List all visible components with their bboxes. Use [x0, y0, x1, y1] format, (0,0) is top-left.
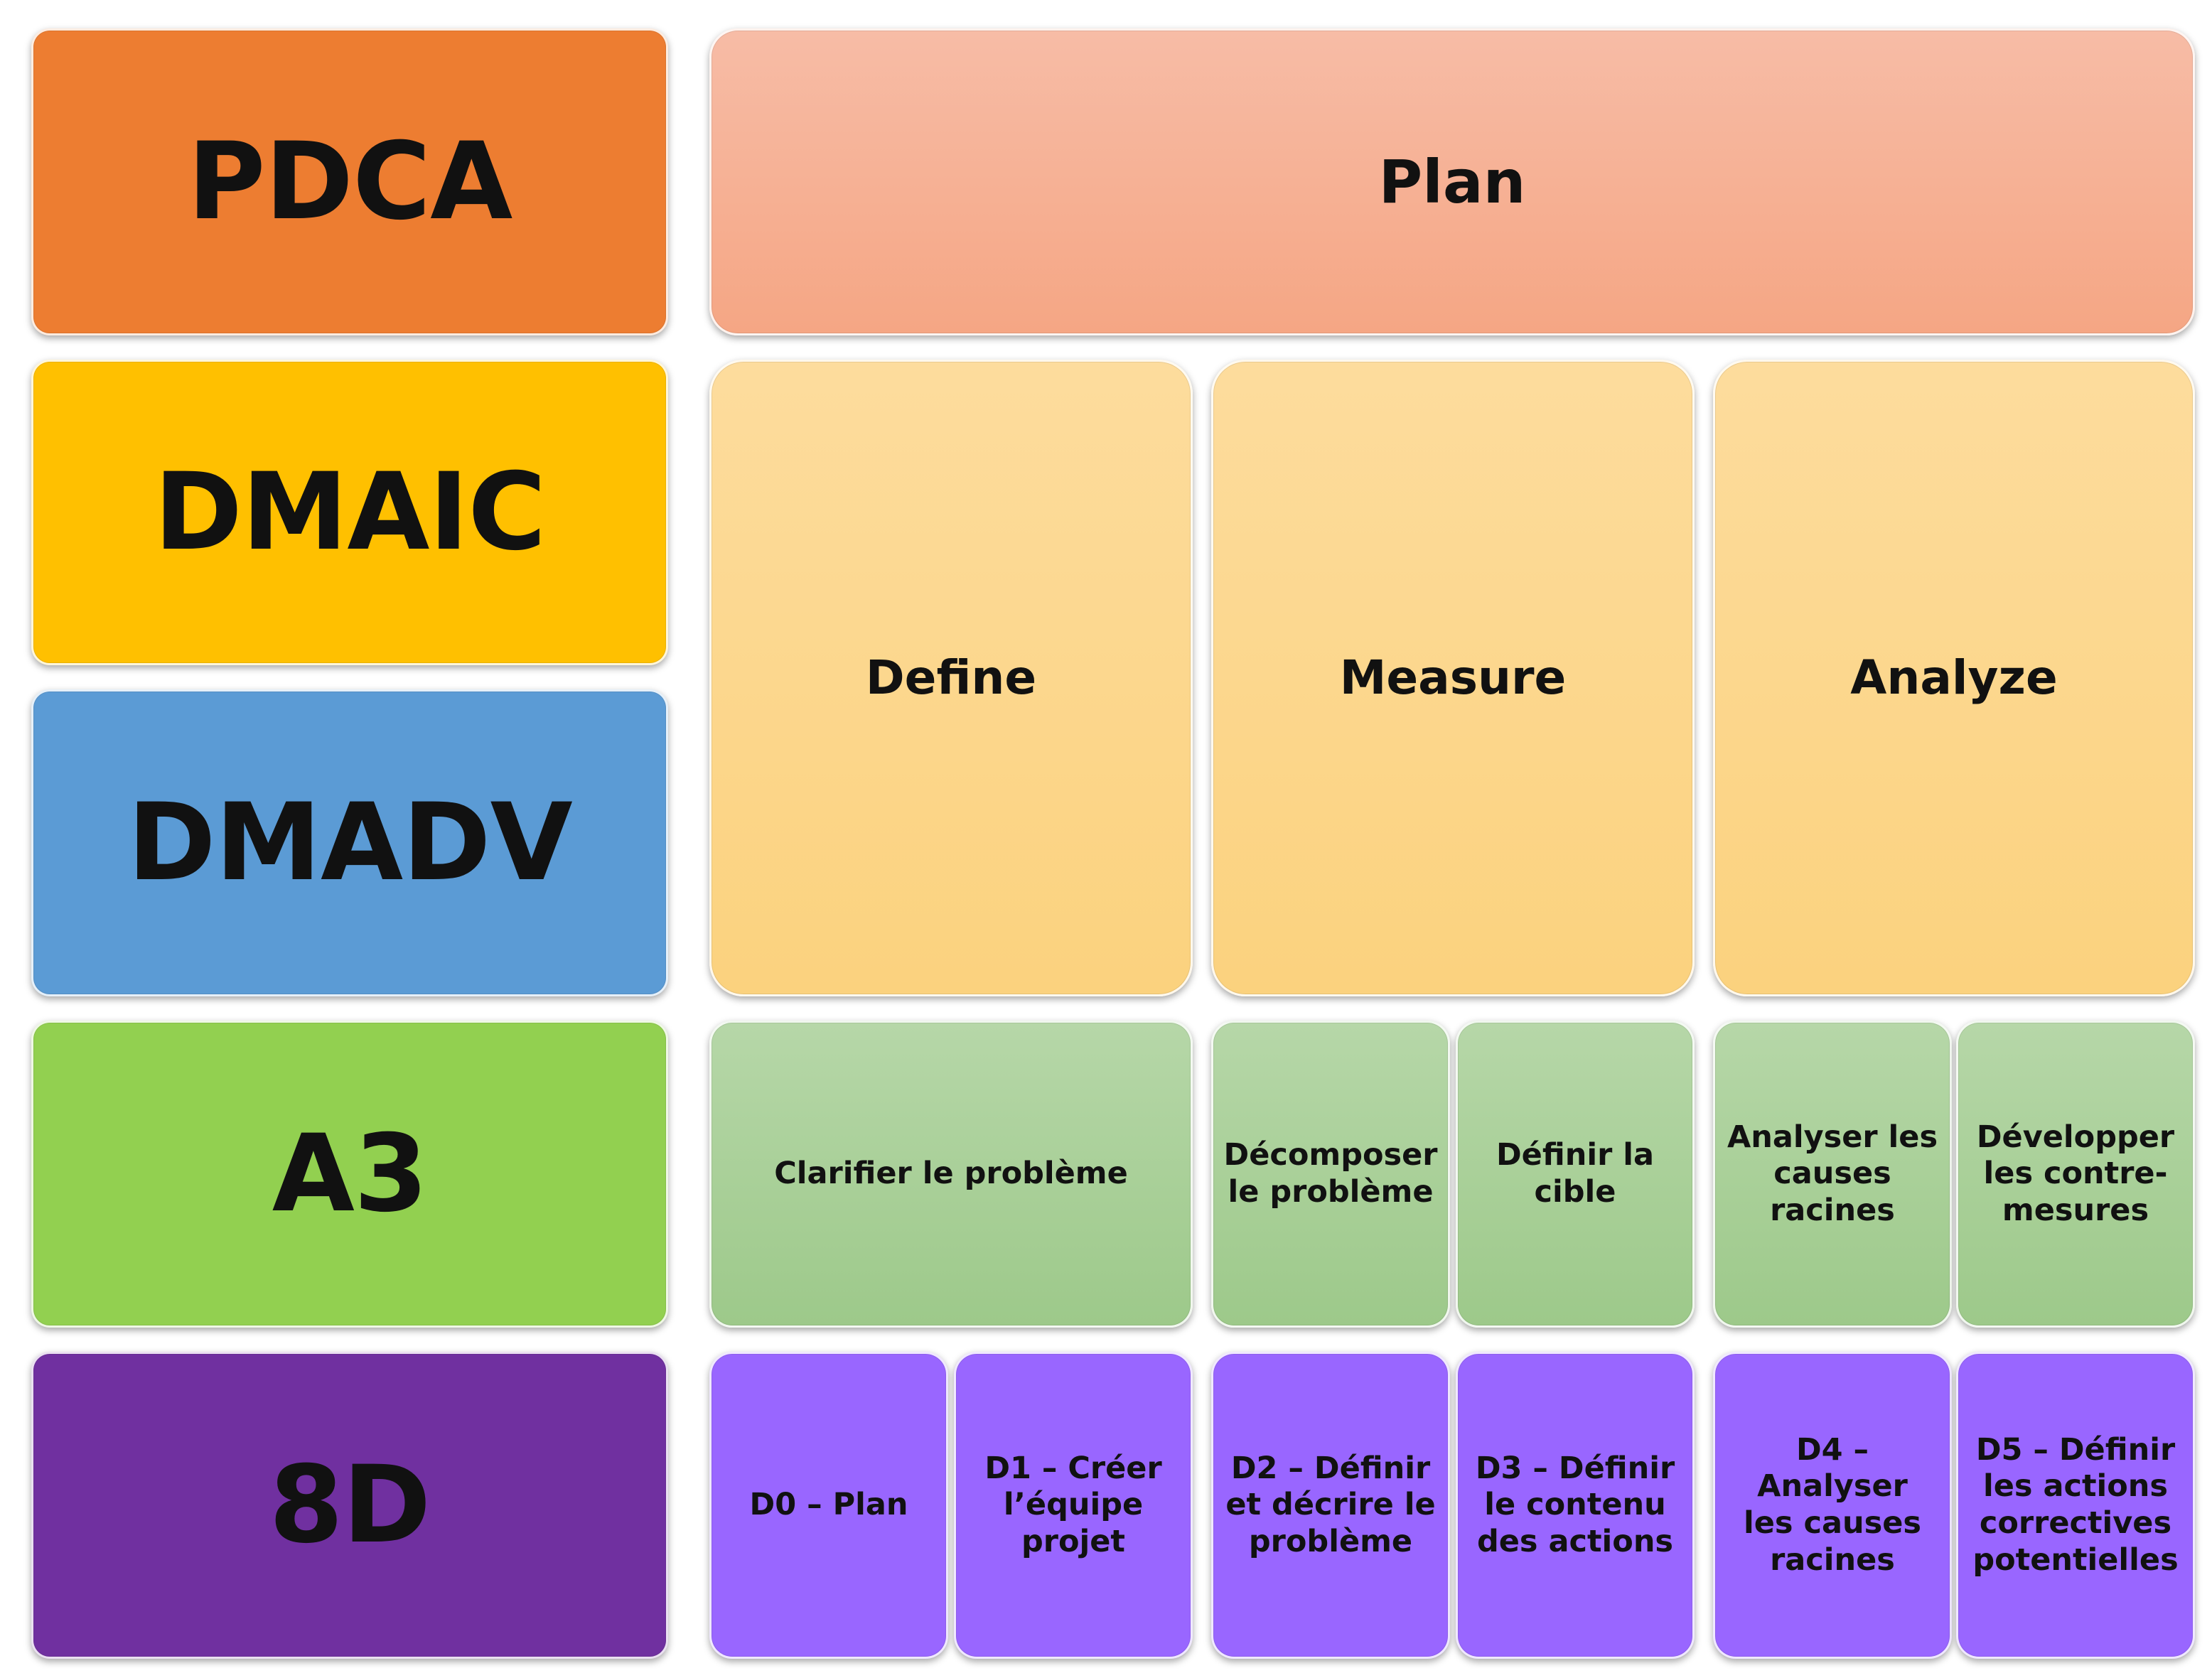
8d-step-d0: D0 – Plan	[709, 1352, 948, 1659]
8d-step-d1: D1 – Créer l’équipe projet	[954, 1352, 1193, 1659]
method-a3-label: A3	[272, 1112, 428, 1236]
8d-step-d2-label: D2 – Définir et décrire le problème	[1225, 1450, 1436, 1559]
8d-step-d0-label: D0 – Plan	[749, 1487, 908, 1523]
method-dmaic-label: DMAIC	[154, 451, 547, 574]
a3-step-analyser-causes: Analyser les causes racines	[1713, 1021, 1952, 1328]
a3-step-decomposer: Décomposer le problème	[1211, 1021, 1450, 1328]
dmaic-phase-measure: Measure	[1211, 360, 1695, 996]
pdca-phase-plan: Plan	[709, 28, 2195, 335]
method-pdca-label: PDCA	[187, 120, 513, 244]
dmaic-phase-analyze-label: Analyze	[1850, 650, 2058, 706]
8d-step-d5-label: D5 – Définir les actions correctives pot…	[1972, 1431, 2179, 1578]
a3-step-developper-label: Développer les contre- mesures	[1976, 1119, 2175, 1228]
8d-step-d3-label: D3 – Définir le contenu des actions	[1475, 1450, 1675, 1559]
method-dmadv-label: DMADV	[127, 781, 572, 905]
dmaic-phase-define: Define	[709, 360, 1193, 996]
a3-step-clarifier-label: Clarifier le problème	[774, 1156, 1128, 1192]
a3-step-analyser-causes-label: Analyser les causes racines	[1727, 1119, 1938, 1228]
8d-step-d4: D4 – Analyser les causes racines	[1713, 1352, 1952, 1659]
dmaic-phase-measure-label: Measure	[1339, 650, 1567, 706]
dmaic-phase-define-label: Define	[865, 650, 1037, 706]
a3-step-developper-contre-mesures: Développer les contre- mesures	[1956, 1021, 2195, 1328]
method-8d-label: 8D	[269, 1443, 431, 1567]
8d-step-d2: D2 – Définir et décrire le problème	[1211, 1352, 1450, 1659]
a3-step-definir-cible: Définir la cible	[1456, 1021, 1695, 1328]
a3-step-clarifier: Clarifier le problème	[709, 1021, 1193, 1328]
8d-step-d5: D5 – Définir les actions correctives pot…	[1956, 1352, 2195, 1659]
method-8d: 8D	[31, 1352, 668, 1659]
a3-step-decomposer-label: Décomposer le problème	[1223, 1137, 1438, 1210]
a3-step-definir-cible-label: Définir la cible	[1496, 1137, 1654, 1210]
dmaic-phase-analyze: Analyze	[1713, 360, 2195, 996]
8d-step-d3: D3 – Définir le contenu des actions	[1456, 1352, 1695, 1659]
8d-step-d4-label: D4 – Analyser les causes racines	[1744, 1431, 1921, 1578]
method-pdca: PDCA	[31, 28, 668, 335]
method-dmaic: DMAIC	[31, 360, 668, 665]
8d-step-d1-label: D1 – Créer l’équipe projet	[984, 1450, 1162, 1559]
method-dmadv: DMADV	[31, 689, 668, 996]
method-a3: A3	[31, 1021, 668, 1328]
pdca-phase-plan-label: Plan	[1378, 146, 1526, 217]
